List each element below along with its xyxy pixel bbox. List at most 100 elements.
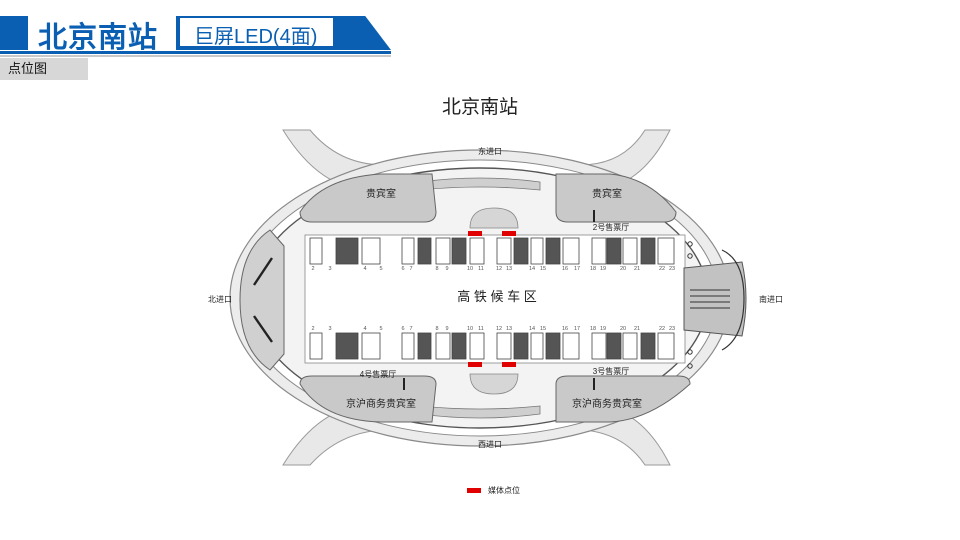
gate-block-top-1 — [309, 237, 323, 265]
ticket-office-3-label: 3号售票厅 — [593, 366, 629, 376]
gate-number-bottom-19: 19 — [600, 326, 606, 332]
gate-block-bottom-12 — [545, 332, 561, 360]
gate-block-bottom-4 — [401, 332, 415, 360]
gate-row-bottom — [309, 332, 675, 360]
gate-number-bottom-20: 20 — [620, 326, 626, 332]
gate-number-top-21: 21 — [634, 266, 640, 272]
gate-number-top-14: 14 — [529, 266, 535, 272]
gate-block-top-6 — [435, 237, 451, 265]
gate-block-bottom-10 — [513, 332, 529, 360]
gate-block-bottom-15 — [606, 332, 622, 360]
gate-number-bottom-10: 10 — [467, 326, 473, 332]
gate-number-top-8: 8 — [435, 266, 438, 272]
page-subtitle: 巨屏LED(4面) — [194, 26, 318, 48]
gate-block-bottom-8 — [469, 332, 485, 360]
east-marker-4 — [687, 363, 693, 369]
media-point-north-2[interactable] — [502, 231, 516, 236]
gate-number-top-4: 4 — [363, 266, 366, 272]
gate-number-top-18: 18 — [590, 266, 596, 272]
gate-block-top-2 — [335, 237, 359, 265]
gate-block-bottom-3 — [361, 332, 381, 360]
gate-block-top-4 — [401, 237, 415, 265]
gate-number-bottom-15: 15 — [540, 326, 546, 332]
gate-number-top-17: 17 — [574, 266, 580, 272]
north-corridor — [419, 177, 541, 191]
gate-number-top-16: 16 — [562, 266, 568, 272]
east-entrance-label: 东进口 — [478, 146, 502, 156]
north-entrance-label: 北进口 — [208, 295, 232, 304]
gate-block-bottom-7 — [451, 332, 467, 360]
gate-block-top-9 — [496, 237, 512, 265]
gate-number-top-6: 6 — [401, 266, 404, 272]
gate-block-top-13 — [562, 237, 580, 265]
media-point-north-1[interactable] — [468, 231, 482, 236]
gate-number-bottom-3: 3 — [328, 326, 331, 332]
gate-number-top-5: 5 — [379, 266, 382, 272]
east-curve — [721, 249, 745, 351]
gate-number-bottom-23: 23 — [669, 326, 675, 332]
gate-number-top-23: 23 — [669, 266, 675, 272]
gate-block-bottom-6 — [435, 332, 451, 360]
gate-number-bottom-22: 22 — [659, 326, 665, 332]
gate-number-bottom-4: 4 — [363, 326, 366, 332]
gate-number-top-9: 9 — [445, 266, 448, 272]
gate-number-top-13: 13 — [506, 266, 512, 272]
gate-number-bottom-21: 21 — [634, 326, 640, 332]
section-label: 点位图 — [0, 58, 88, 80]
gate-number-top-22: 22 — [659, 266, 665, 272]
east-marker-1 — [687, 241, 693, 247]
vip-room-top-left-label: 贵宾室 — [366, 187, 396, 200]
west-stair-bottom — [253, 315, 273, 343]
vip-room-top-left — [299, 173, 437, 223]
gate-number-bottom-12: 12 — [496, 326, 502, 332]
legend-label: 媒体点位 — [488, 485, 520, 495]
gate-block-bottom-2 — [335, 332, 359, 360]
gate-block-bottom-14 — [591, 332, 607, 360]
vip-room-top-right — [555, 173, 677, 223]
gate-number-bottom-17: 17 — [574, 326, 580, 332]
north-semicircle — [469, 207, 519, 229]
south-entrance-label: 南进口 — [759, 294, 783, 304]
gate-block-bottom-1 — [309, 332, 323, 360]
page-title: 北京南站 — [38, 22, 159, 54]
gate-block-top-18 — [657, 237, 675, 265]
gate-number-bottom-11: 11 — [478, 326, 484, 332]
south-corridor — [419, 405, 541, 419]
legend-swatch — [467, 488, 481, 493]
gate-number-bottom-9: 9 — [445, 326, 448, 332]
gate-block-bottom-17 — [640, 332, 656, 360]
header-accent-bar — [0, 16, 28, 50]
gate-number-bottom-8: 8 — [435, 326, 438, 332]
media-point-south-2[interactable] — [502, 362, 516, 367]
gate-row-top — [309, 237, 675, 265]
gate-number-top-15: 15 — [540, 266, 546, 272]
gate-number-bottom-13: 13 — [506, 326, 512, 332]
gate-block-bottom-16 — [622, 332, 638, 360]
east-end-structure — [683, 261, 747, 337]
gate-number-top-2: 2 — [311, 266, 314, 272]
map-title: 北京南站 — [441, 97, 518, 118]
media-point-south-1[interactable] — [468, 362, 482, 367]
east-marker-3 — [687, 349, 693, 355]
gate-number-top-20: 20 — [620, 266, 626, 272]
gate-number-top-19: 19 — [600, 266, 606, 272]
west-end-structure — [239, 229, 285, 371]
gate-block-top-10 — [513, 237, 529, 265]
gate-block-top-16 — [622, 237, 638, 265]
waiting-area-label: 高 铁 候 车 区 — [457, 289, 536, 304]
west-stair-top — [253, 257, 273, 286]
vip-room-bottom-right-label: 京沪商务贵宾室 — [572, 397, 642, 410]
gate-number-top-7: 7 — [409, 266, 412, 272]
ticket-office-4-label: 4号售票厅 — [360, 369, 396, 379]
header-underline — [0, 51, 391, 54]
gate-number-bottom-6: 6 — [401, 326, 404, 332]
gate-number-bottom-14: 14 — [529, 326, 535, 332]
gate-block-top-5 — [417, 237, 432, 265]
gate-block-bottom-13 — [562, 332, 580, 360]
header-underline-gray — [0, 55, 391, 57]
gate-block-top-15 — [606, 237, 622, 265]
gate-block-top-8 — [469, 237, 485, 265]
gate-block-top-7 — [451, 237, 467, 265]
